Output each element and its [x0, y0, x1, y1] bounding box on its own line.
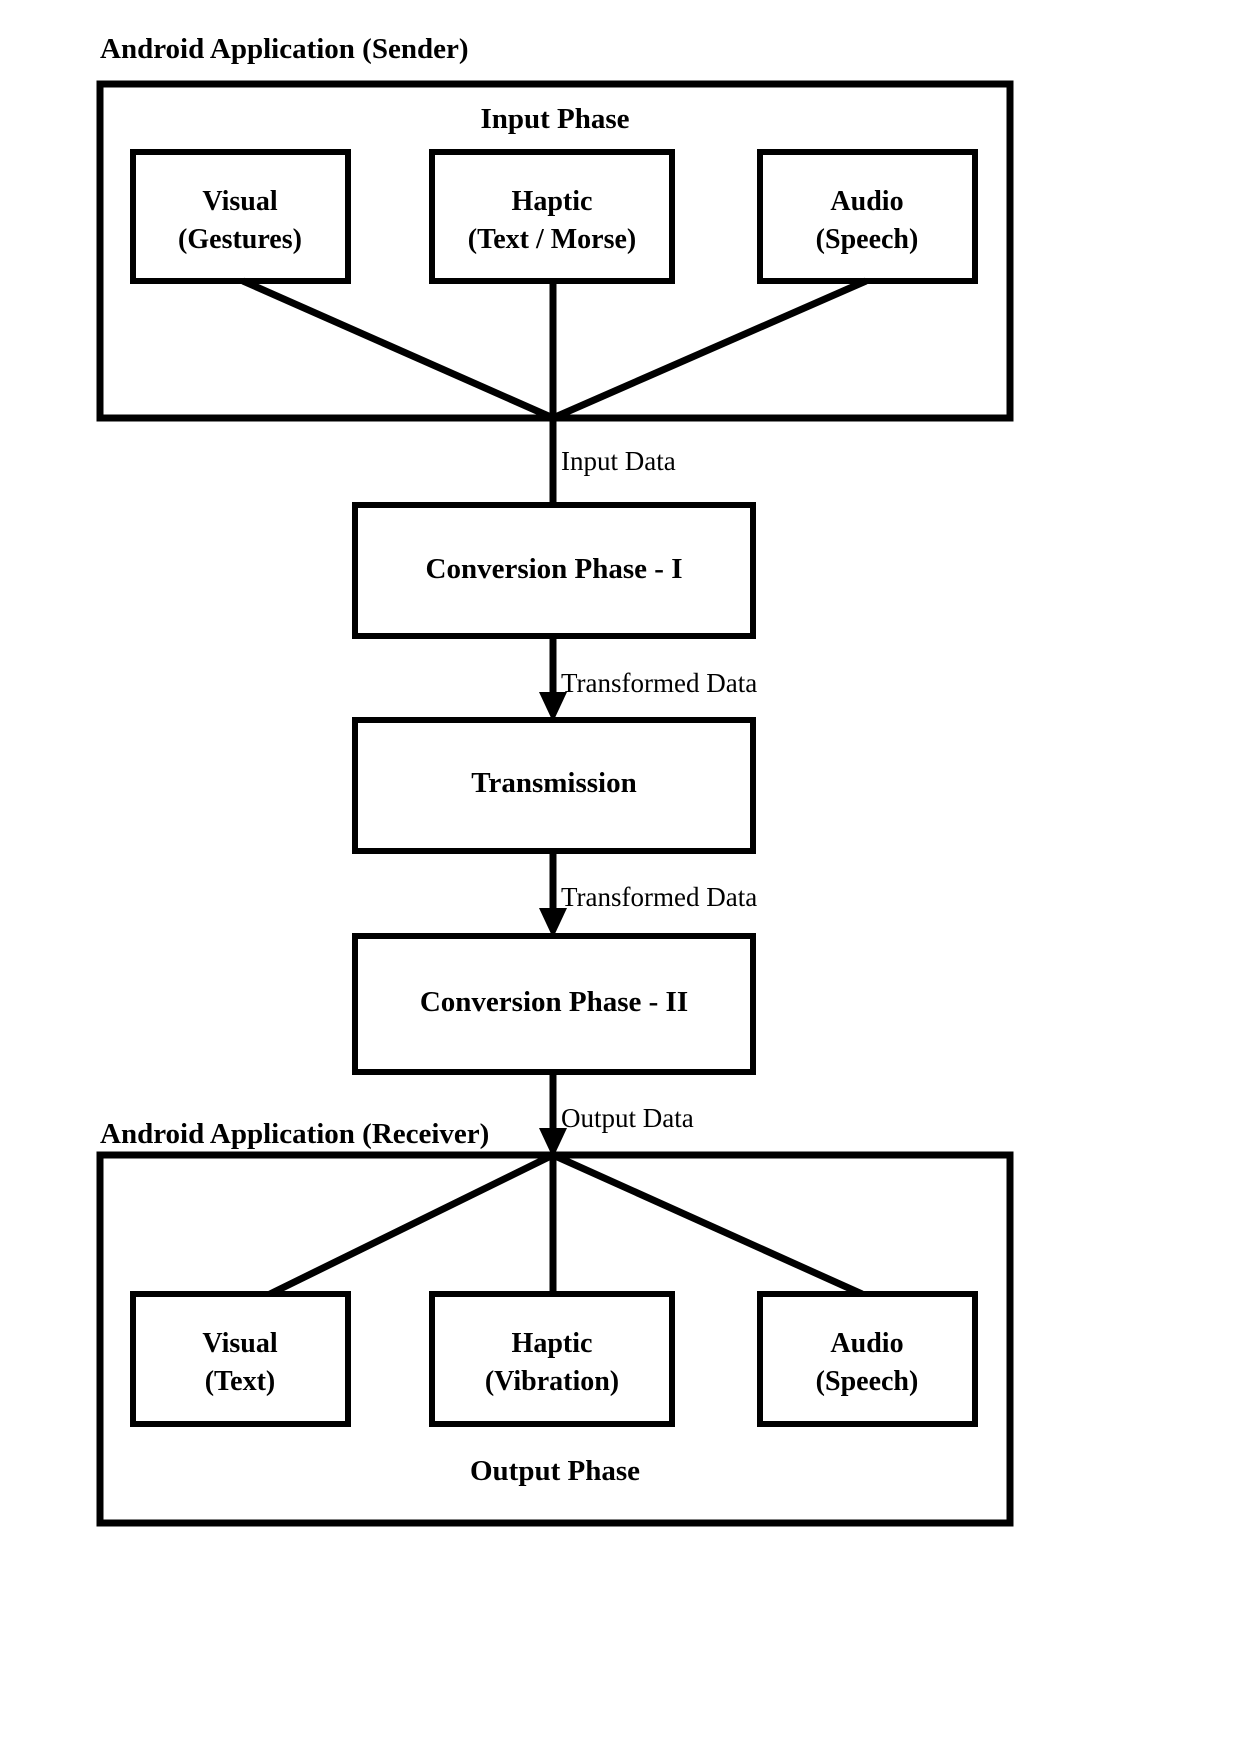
- sender-group-title: Android Application (Sender): [100, 33, 468, 65]
- output-node-audio-line2: (Speech): [816, 1366, 919, 1397]
- stage-transmission-label: Transmission: [471, 767, 636, 799]
- stage-conversion-phase-ii-box: [352, 933, 756, 1075]
- input-node-audio-box: [757, 149, 978, 284]
- output-node-visual-line2: (Text): [205, 1366, 276, 1397]
- connector-audio-to-merge: [551, 277, 868, 422]
- output-node-haptic-line2: (Vibration): [485, 1366, 619, 1397]
- input-node-visual-box: [130, 149, 351, 284]
- arrow-transformed-data-2-head: [539, 908, 567, 938]
- input-node-haptic[interactable]: Haptic (Text / Morse): [429, 149, 675, 284]
- edge-label-input-data: Input Data: [561, 446, 676, 476]
- output-node-haptic-box: [429, 1291, 675, 1427]
- input-phase-title: Input Phase: [480, 103, 629, 135]
- arrow-output-data-head: [539, 1128, 567, 1158]
- connector-visual-to-merge: [241, 277, 555, 422]
- output-phase-title: Output Phase: [470, 1455, 640, 1487]
- connector-merge-to-audio: [551, 1151, 864, 1298]
- stage-transmission-box: [352, 717, 756, 854]
- input-node-audio-line2: (Speech): [816, 224, 919, 255]
- input-node-visual[interactable]: Visual (Gestures): [130, 149, 351, 284]
- stage-conversion-phase-ii-label: Conversion Phase - II: [420, 986, 688, 1018]
- edge-label-transformed-data-1: Transformed Data: [561, 668, 757, 698]
- output-node-audio[interactable]: Audio (Speech): [757, 1291, 978, 1427]
- input-node-visual-line2: (Gestures): [178, 224, 302, 255]
- receiver-group-title: Android Application (Receiver): [100, 1118, 489, 1150]
- stage-transmission[interactable]: Transmission: [352, 717, 756, 854]
- edge-label-output-data: Output Data: [561, 1103, 694, 1133]
- stage-conversion-phase-i[interactable]: Conversion Phase - I: [352, 502, 756, 639]
- connector-merge-to-visual: [268, 1151, 555, 1298]
- output-node-visual-box: [130, 1291, 351, 1427]
- output-node-haptic[interactable]: Haptic (Vibration): [429, 1291, 675, 1427]
- output-node-haptic-line1: Haptic: [512, 1328, 593, 1359]
- input-node-audio-line1: Audio: [830, 186, 903, 217]
- edge-label-transformed-data-2: Transformed Data: [561, 882, 757, 912]
- input-node-haptic-line2: (Text / Morse): [468, 224, 636, 255]
- input-node-haptic-line1: Haptic: [512, 186, 593, 217]
- input-node-visual-line1: Visual: [202, 186, 277, 217]
- output-node-visual-line1: Visual: [202, 1328, 277, 1359]
- output-node-audio-box: [757, 1291, 978, 1427]
- arrow-transformed-data-1-head: [539, 692, 567, 722]
- stage-conversion-phase-ii[interactable]: Conversion Phase - II: [352, 933, 756, 1075]
- output-node-visual[interactable]: Visual (Text): [130, 1291, 351, 1427]
- output-node-audio-line1: Audio: [830, 1328, 903, 1359]
- input-node-audio[interactable]: Audio (Speech): [757, 149, 978, 284]
- stage-conversion-phase-i-label: Conversion Phase - I: [426, 553, 683, 585]
